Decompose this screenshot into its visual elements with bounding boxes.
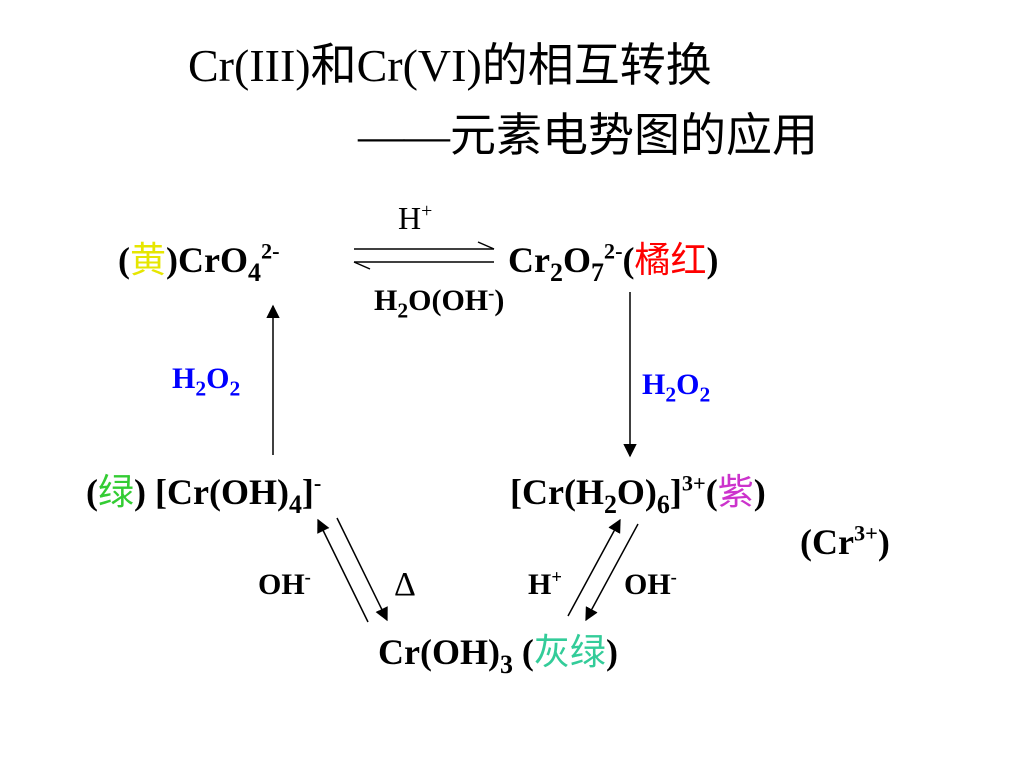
arrow-tetrahydroxo-to-hydroxide <box>336 517 388 622</box>
condition-bottom-right-h: H+ <box>528 566 562 601</box>
color-word-yellow: 黄 <box>130 240 167 281</box>
color-word-gray-green: 灰绿 <box>533 632 606 673</box>
species-chromium-hydroxide: Cr(OH)3 (灰绿) <box>378 632 618 680</box>
condition-right-oxidant: H2O2 <box>642 368 711 407</box>
title-line2: ——元素电势图的应用 <box>358 110 818 161</box>
species-hexaaquachromium: [Cr(H2O)6]3+(紫) <box>510 470 766 520</box>
condition-bottom-left-heat: Δ <box>394 566 416 603</box>
arrow-hydroxide-to-tetrahydroxo <box>317 518 369 623</box>
page-title: Cr(III)和Cr(VI)的相互转换 <box>188 40 712 92</box>
chromate-formula: CrO <box>178 240 248 280</box>
condition-left-oxidant: H2O2 <box>172 362 241 401</box>
title-line1: Cr(III)和Cr(VI)的相互转换 <box>188 40 712 91</box>
species-dichromate: Cr2O72-(橘红) <box>508 238 719 288</box>
condition-top-forward: H+ <box>398 200 433 236</box>
arrow-hydroxide-to-hexaaqua <box>567 518 621 617</box>
arrow-hexaaqua-to-hydroxide <box>585 523 639 622</box>
species-tetrahydroxochromate: (绿) [Cr(OH)4]- <box>86 470 322 520</box>
arrow-chromate-to-dichromate-head <box>477 241 495 250</box>
color-word-orange-red: 橘红 <box>634 240 707 281</box>
arrow-dichromate-to-chromate-head <box>353 261 371 270</box>
species-chromate: (黄)CrO42- <box>118 238 280 288</box>
condition-top-reverse: H2O(OH-) <box>374 282 505 323</box>
species-cr3-note: (Cr3+) <box>800 520 890 562</box>
condition-bottom-left-oh: OH- <box>258 566 311 601</box>
page-subtitle: ——元素电势图的应用 <box>358 110 818 162</box>
color-word-purple: 紫 <box>717 472 754 513</box>
color-word-green: 绿 <box>98 472 135 513</box>
condition-bottom-right-oh: OH- <box>624 566 677 601</box>
